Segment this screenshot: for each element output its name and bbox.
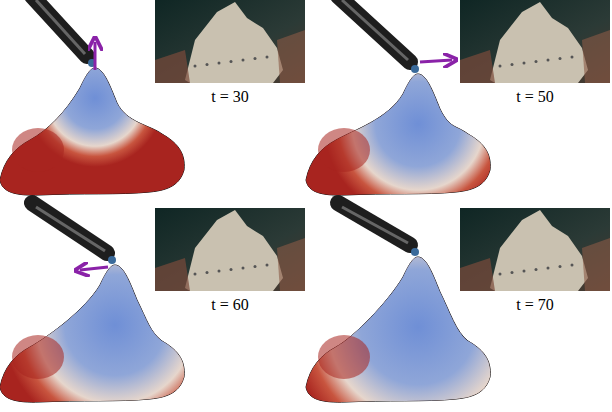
- photo-background: [155, 208, 305, 291]
- photo-marker: [499, 273, 502, 276]
- photo-marker: [266, 56, 269, 59]
- photo-marker: [559, 265, 562, 268]
- time-label: t = 60: [180, 296, 280, 314]
- photo-flesh: [460, 50, 495, 83]
- photo-marker: [547, 59, 550, 62]
- photo-flesh: [582, 238, 610, 291]
- tissue-shade: [12, 335, 64, 379]
- tissue-heatmap: [0, 68, 184, 195]
- photo-marker: [523, 62, 526, 65]
- photo-marker: [242, 59, 245, 62]
- grasper-tip: [108, 256, 116, 264]
- tissue-shade: [318, 128, 370, 172]
- time-label: t = 50: [485, 88, 585, 106]
- photo-flesh: [155, 258, 190, 291]
- photo-tissue: [490, 210, 588, 291]
- grasper-shaft: [338, 203, 410, 245]
- photo-marker: [511, 63, 514, 66]
- photo-marker: [547, 267, 550, 270]
- tissue-shade: [318, 335, 370, 379]
- time-label: t = 30: [180, 88, 280, 106]
- grasper-shaft: [338, 0, 410, 62]
- motion-arrow: [80, 267, 108, 270]
- photo-flesh: [277, 238, 305, 291]
- grasper-highlight: [342, 0, 408, 60]
- photo-marker: [523, 270, 526, 273]
- grasper-tip: [411, 65, 419, 73]
- photo-background: [155, 0, 305, 83]
- inset-photo: [460, 0, 610, 83]
- photo-marker: [254, 57, 257, 60]
- time-label: t = 70: [485, 296, 585, 314]
- photo-marker: [254, 265, 257, 268]
- photo-marker: [230, 268, 233, 271]
- grasper-highlight: [36, 207, 105, 251]
- grasper-highlight: [36, 0, 85, 54]
- photo-marker: [535, 60, 538, 63]
- inset-photo: [155, 208, 305, 291]
- photo-tissue: [490, 2, 588, 83]
- photo-marker: [511, 271, 514, 274]
- photo-flesh: [460, 258, 495, 291]
- photo-marker: [230, 60, 233, 63]
- photo-marker: [218, 62, 221, 65]
- photo-marker: [559, 57, 562, 60]
- photo-marker: [194, 273, 197, 276]
- grasper-tip: [411, 248, 419, 256]
- tissue-base: [0, 68, 184, 195]
- photo-marker: [218, 270, 221, 273]
- tissue-shade: [12, 128, 64, 172]
- photo-background: [460, 0, 610, 83]
- photo-marker: [266, 264, 269, 267]
- photo-marker: [242, 267, 245, 270]
- grasper-shaft: [32, 0, 87, 56]
- photo-tissue: [185, 210, 283, 291]
- grasper-highlight: [342, 207, 408, 243]
- motion-arrow: [94, 42, 97, 70]
- photo-marker: [571, 56, 574, 59]
- inset-photo: [155, 0, 305, 83]
- photo-flesh: [582, 30, 610, 83]
- photo-marker: [499, 65, 502, 68]
- grasper-shaft: [32, 203, 107, 253]
- tissue-base: [306, 74, 490, 195]
- photo-tissue: [185, 2, 283, 83]
- photo-marker: [535, 268, 538, 271]
- motion-arrow: [420, 60, 452, 62]
- photo-marker: [206, 63, 209, 66]
- tissue-heatmap: [306, 74, 490, 195]
- photo-flesh: [155, 50, 190, 83]
- inset-photo: [460, 208, 610, 291]
- photo-marker: [206, 271, 209, 274]
- photo-marker: [571, 264, 574, 267]
- photo-flesh: [277, 30, 305, 83]
- photo-marker: [194, 65, 197, 68]
- photo-background: [460, 208, 610, 291]
